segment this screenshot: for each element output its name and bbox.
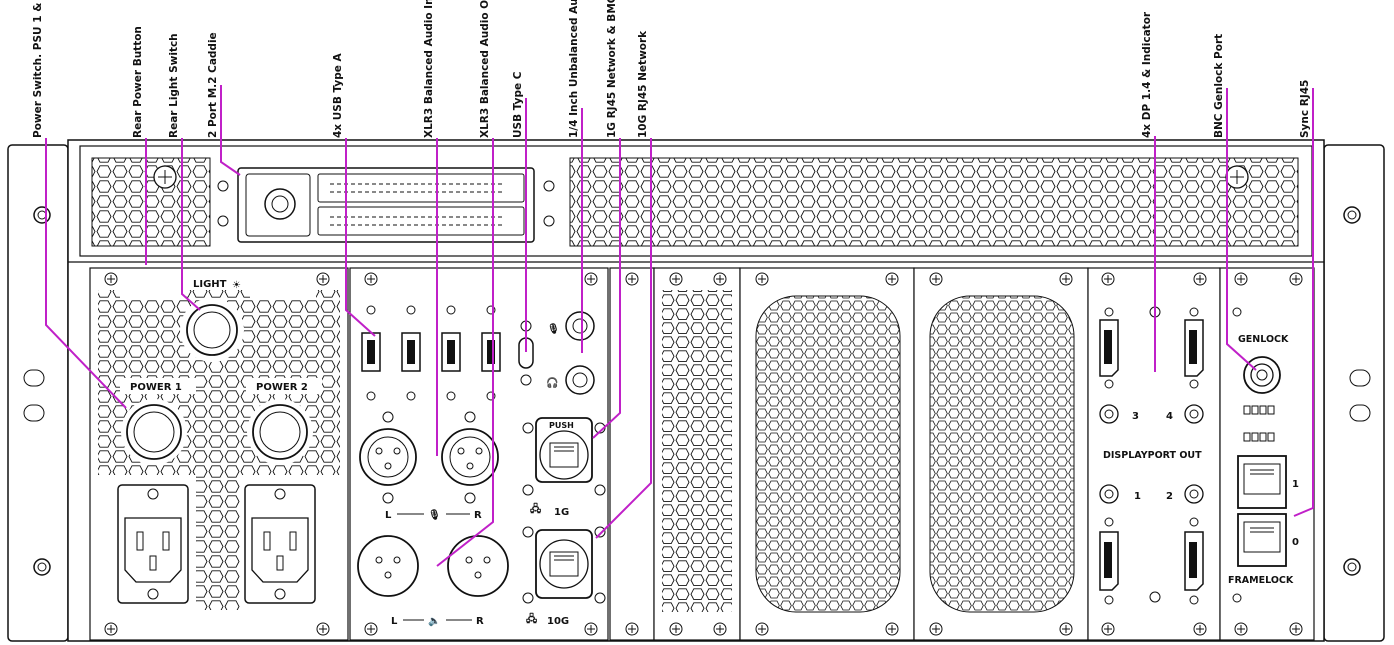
light-bulb-icon: ☀ [232,280,241,291]
screws-power [104,272,330,636]
audio-in-left: L [385,510,392,521]
callout-line-psu [45,138,127,409]
quarter-inch-jacks[interactable]: 🎙 🎧 [546,311,595,395]
rj45-1g-bmc[interactable] [522,417,606,496]
m2-caddie [237,167,535,243]
microphone-icon: 🎙 [547,323,560,335]
light-label: LIGHT [193,279,227,290]
dp-led-2 [1184,484,1204,504]
callout-labels: Power Switch. PSU 1 & 2 Rear Power Butto… [32,0,1311,138]
callout-line-sync [1293,88,1314,517]
mic-in-icon: 🎙 [428,509,441,521]
power1-switch[interactable] [126,404,182,460]
net-1g-label: 1G [554,507,569,518]
callout-label-usba: 4x USB Type A [332,52,344,138]
net-10g-label: 10G [547,616,569,627]
rj0-label: 0 [1292,537,1299,548]
callout-line-10g [595,138,652,539]
callout-lines [45,85,1314,567]
power2-label: POWER 2 [256,382,308,393]
usb-a-ports[interactable] [361,305,501,401]
callout-label-1g: 1G RJ45 Network & BMC [606,0,618,138]
speaker-icon: 🔈 [428,616,440,627]
xlr-inputs[interactable] [359,411,499,504]
callout-label-sync: Sync RJ45 [1299,80,1311,138]
callout-line-bnc [1226,88,1257,371]
io-module: 🎙 🎧 L 🎙 R [349,267,609,641]
sync-leds [1243,405,1275,442]
callout-label-rear-power: Rear Power Button [132,26,144,138]
iec-inlet-2[interactable] [244,484,316,604]
vent-module-2 [653,267,741,641]
callout-line-xlr-out [436,138,494,567]
iec-inlet-1[interactable] [117,484,189,604]
dp-port-3[interactable] [1099,307,1119,389]
dp3-label: 3 [1132,411,1139,422]
rj45-10g[interactable] [522,526,606,604]
dp-led-3 [1099,404,1119,424]
power1-label: POWER 1 [130,382,182,393]
bnc-genlock-port[interactable] [1243,356,1281,394]
dp-port-1[interactable] [1099,517,1119,605]
dp-port-4[interactable] [1184,307,1204,389]
top-bay [91,157,1299,247]
sync-rj45-0[interactable] [1237,513,1287,567]
callout-label-quarter: 1/4 Inch Unbalanced Audio [568,0,580,138]
push-label: PUSH [549,421,574,430]
dp4-label: 4 [1166,411,1173,422]
usb-c-port[interactable] [518,320,534,386]
callout-label-dp: 4x DP 1.4 & Indicator [1141,11,1153,138]
callout-label-m2: 2 Port M.2 Caddie [207,32,219,138]
power2-switch[interactable] [252,404,308,460]
dp-led-1 [1099,484,1119,504]
network-10g-icon: 🖧 [526,612,537,625]
dp-led-4 [1184,404,1204,424]
displayport-out-label: DISPLAYPORT OUT [1103,450,1202,461]
dp2-label: 2 [1166,491,1173,502]
dp1-label: 1 [1134,491,1141,502]
sync-rj45-1[interactable] [1237,455,1287,509]
callout-label-usbc: USB Type C [512,71,524,138]
callout-line-1g [592,138,621,439]
vent-module-3 [739,267,915,641]
vent-module-4 [913,267,1089,641]
callout-line-usba [345,138,376,337]
dp-port-2[interactable] [1184,517,1204,605]
framelock-label: FRAMELOCK [1228,575,1294,586]
audio-out-right: R [476,616,484,627]
callout-label-psu: Power Switch. PSU 1 & 2 [32,0,44,138]
rj1-label: 1 [1292,479,1299,490]
vent-module-1 [609,267,655,641]
genlock-label: GENLOCK [1238,334,1289,345]
xlr-outputs[interactable] [357,535,509,597]
callout-line-rear-light [181,138,201,311]
sync-module: GENLOCK 1 0 FRAMELOCK [1219,267,1315,641]
callout-label-xlr-in: XLR3 Balanced Audio In [423,0,435,138]
callout-label-bnc: BNC Genlock Port [1213,34,1225,138]
callout-line-m2 [220,85,241,176]
audio-in-right: R [474,510,482,521]
power-module: LIGHT ☀ POWER 1 POWER 2 [89,267,349,641]
audio-out-left: L [391,616,398,627]
callout-label-xlr-out: XLR3 Balanced Audio Out [479,0,491,138]
headphone-icon: 🎧 [546,376,558,389]
network-1g-icon: 🖧 [530,502,541,515]
callout-label-10g: 10G RJ45 Network [637,30,649,138]
callout-label-rear-light: Rear Light Switch [168,33,180,138]
